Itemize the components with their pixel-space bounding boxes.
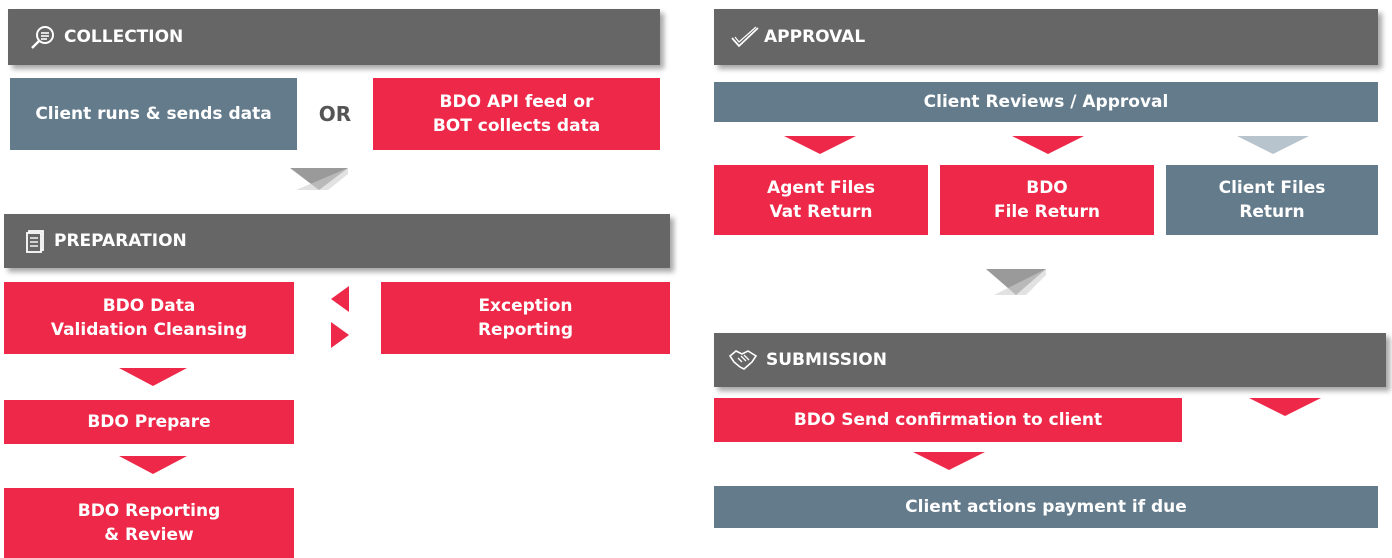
down-arrow-bdo-file [1012,136,1084,154]
collection-header: COLLECTION [8,9,660,65]
submission-header-label: SUBMISSION [766,350,887,370]
validation-cleansing-box: BDO Data Validation Cleansing [4,282,294,354]
agent-files-vat-return-box: Agent Files Vat Return [714,165,928,235]
down-arrow-prepare [119,368,187,386]
bdo-reporting-review-box: BDO Reporting & Review [4,488,294,558]
preparation-header-label: PREPARATION [54,231,187,251]
down-arrow-collection [290,168,348,190]
bdo-send-confirmation-box: BDO Send confirmation to client [714,398,1182,442]
right-arrow-icon [331,322,349,348]
left-arrow-icon [331,286,349,312]
approval-header-label: APPROVAL [764,27,866,47]
submission-header: SUBMISSION [714,333,1386,387]
bdo-prepare-box: BDO Prepare [4,400,294,444]
down-arrow-client-files [1237,136,1309,154]
bdo-file-return-box: BDO File Return [940,165,1154,235]
exception-reporting-box: Exception Reporting [381,282,670,354]
checkmark-icon [730,26,760,48]
handshake-icon [728,348,758,372]
preparation-header: PREPARATION [4,214,670,268]
client-reviews-approval-box: Client Reviews / Approval [714,82,1378,122]
down-arrow-approval [986,269,1046,295]
collection-header-label: COLLECTION [64,27,184,47]
client-payment-box: Client actions payment if due [714,486,1378,528]
down-arrow-confirmation [913,452,985,470]
bdo-api-feed-box: BDO API feed or BOT collects data [373,78,660,150]
client-files-return-box: Client Files Return [1166,165,1378,235]
client-sends-data-box: Client runs & sends data [10,78,297,150]
document-icon [26,229,46,253]
search-list-icon [30,25,56,49]
down-arrow-reporting [119,456,187,474]
down-arrow-agent [784,136,856,154]
or-label: OR [318,102,352,126]
down-arrow-submission-right [1249,398,1321,416]
approval-header: APPROVAL [714,9,1378,65]
